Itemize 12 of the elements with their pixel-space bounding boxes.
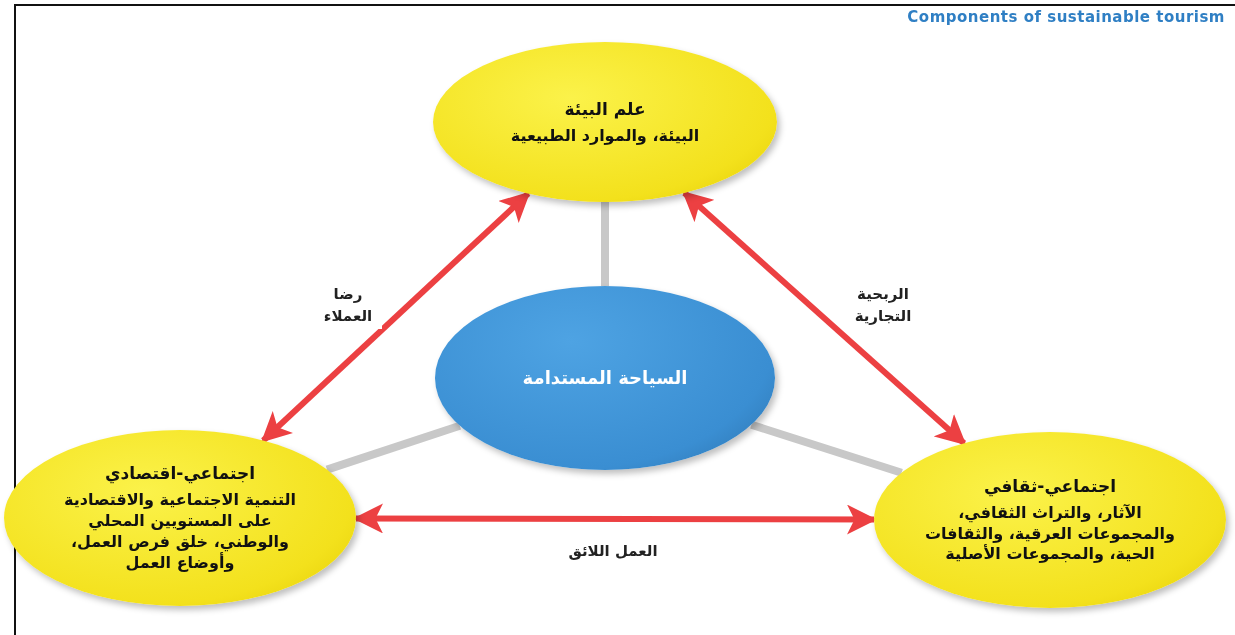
node-heading: اجتماعي-اقتصادي (104, 462, 256, 485)
node-text: التنمية الاجتماعية والاقتصادية على المستويين المحلي والوطني، خلق فرص العمل، وأوضاع العمل (62, 490, 298, 574)
arrow (682, 190, 967, 446)
node-text: الآثار، والتراث الثقافي، والمجموعات العرقية، والثقافات الحية، والمجموعات الأصلية (925, 502, 1175, 566)
connector-line (325, 422, 462, 474)
node-text: السياحة المستدامة (521, 366, 689, 390)
connector-line (601, 202, 609, 286)
node-heading: اجتماعي-ثقافي (983, 474, 1117, 497)
node-text: البيئة، والموارد الطبيعية (509, 125, 701, 147)
connector-line (750, 420, 903, 477)
node-heading: علم البيئة (563, 97, 647, 120)
title: Components of sustainable tourism (907, 8, 1225, 26)
